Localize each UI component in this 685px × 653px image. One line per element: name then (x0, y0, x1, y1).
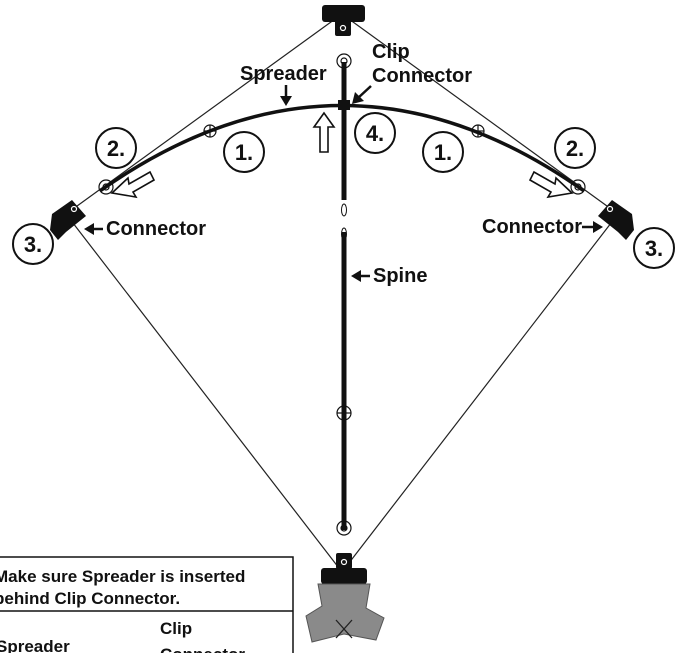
fitting-rings (98, 53, 586, 536)
pointer-arrows (84, 85, 603, 282)
right-connector-label: Connector (482, 216, 582, 238)
spreader-label: Spreader (240, 63, 327, 85)
step-circle-2-right: 2. (554, 127, 596, 169)
top-nose-connector (322, 5, 365, 36)
note-line-1: Make sure Spreader is inserted (0, 567, 245, 586)
step-circle-1-right: 1. (422, 131, 464, 173)
clip-connector-label-line1: Clip (372, 41, 410, 63)
step-circle-4: 4. (354, 112, 396, 154)
step-3-left-number: 3. (24, 232, 42, 257)
left-connector-label: Connector (106, 218, 206, 240)
note-line-2: behind Clip Connector. (0, 589, 180, 608)
step-circle-2-left: 2. (95, 127, 137, 169)
bottom-tail-connector (321, 553, 367, 584)
tail-piece (305, 583, 385, 643)
cross-fittings (203, 124, 485, 421)
step-3-right-number: 3. (645, 236, 663, 261)
step-circle-1-left: 1. (223, 131, 265, 173)
note-box: Make sure Spreader is inserted behind Cl… (0, 556, 294, 653)
spine-rod (341, 62, 347, 530)
step-2-right-number: 2. (566, 136, 584, 161)
left-wing-connector (50, 200, 86, 240)
note-detail-connector: Connector (160, 645, 245, 653)
note-detail-clip: Clip (160, 619, 192, 638)
right-wing-connector (598, 200, 634, 240)
step-4-number: 4. (366, 121, 384, 146)
step-2-left-number: 2. (107, 136, 125, 161)
step-circle-3-right: 3. (633, 227, 675, 269)
outline-arrows (110, 111, 574, 199)
clip-connector-part (338, 100, 350, 110)
note-detail-spreader: Spreader (0, 637, 70, 653)
step-circle-3-left: 3. (12, 223, 54, 265)
clip-connector-label-line2: Connector (372, 65, 472, 87)
spine-label: Spine (373, 265, 427, 287)
step-1-right-number: 1. (434, 140, 452, 165)
step-1-left-number: 1. (235, 140, 253, 165)
